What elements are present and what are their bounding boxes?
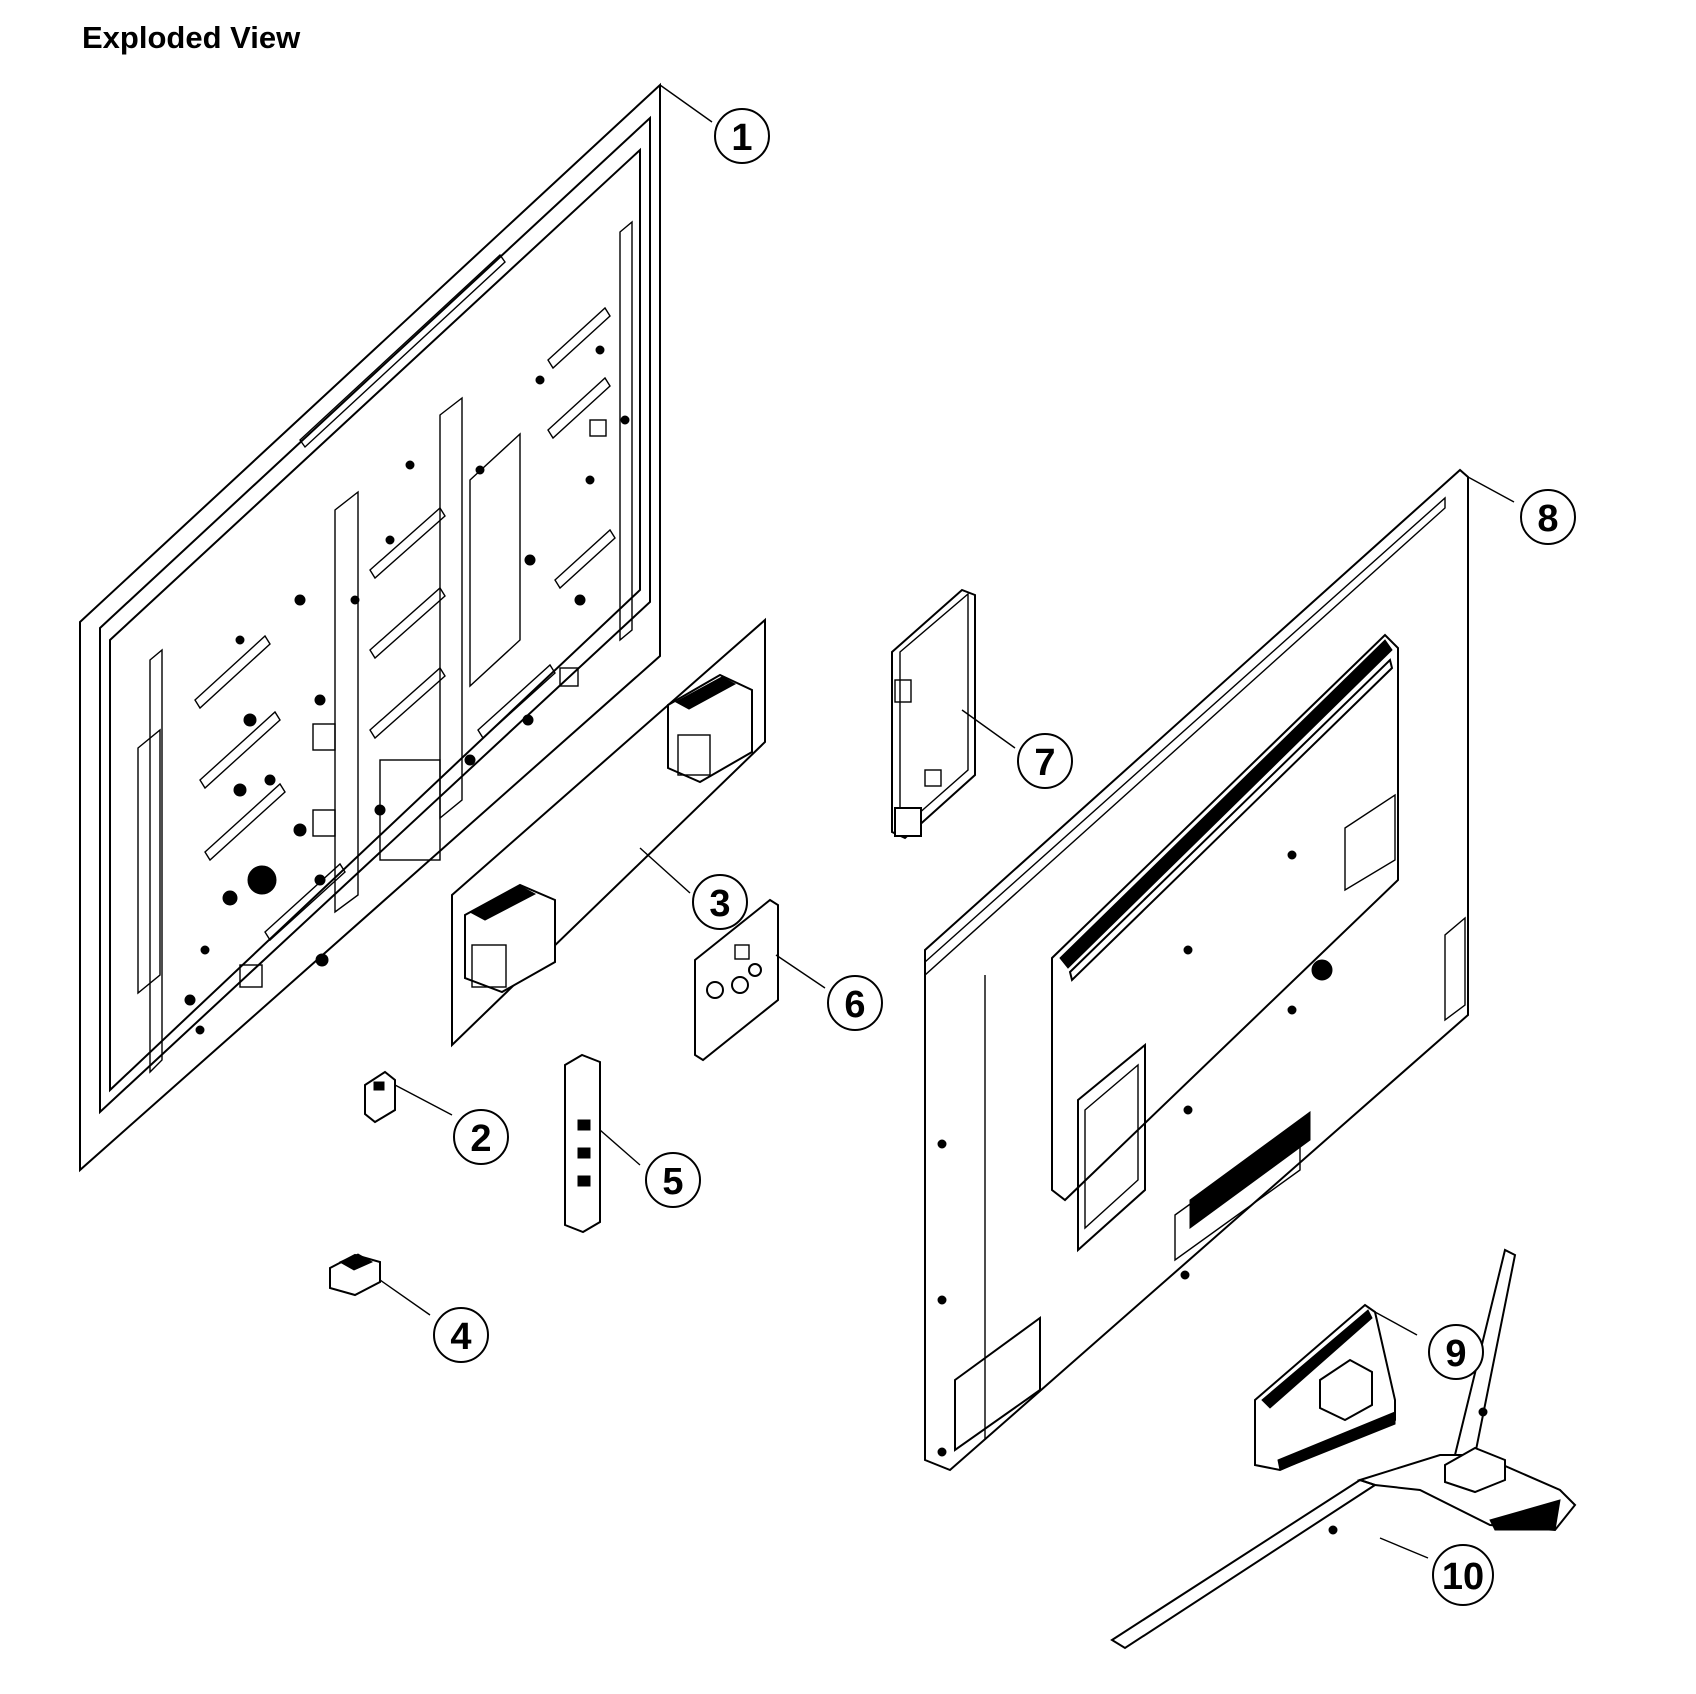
leader-lines	[379, 84, 1515, 1559]
part-5-key-board	[564, 1053, 601, 1234]
part-7-main-board	[891, 588, 976, 840]
callout-1: 1	[714, 108, 770, 164]
callout-10: 10	[1432, 1544, 1494, 1606]
callout-7-label: 7	[1034, 742, 1055, 784]
page-title: Exploded View	[82, 20, 301, 55]
callout-3: 3	[692, 874, 748, 930]
part-6-pcb-board	[694, 898, 779, 1062]
callout-8: 8	[1520, 489, 1576, 545]
callout-7: 7	[1017, 733, 1073, 789]
callout-6: 6	[827, 975, 883, 1031]
callout-2-label: 2	[470, 1118, 491, 1160]
callout-1-label: 1	[731, 117, 752, 159]
part-1-panel-chassis	[79, 82, 661, 1173]
callout-5: 5	[645, 1152, 701, 1208]
part-2-clip	[364, 1070, 396, 1124]
part-4-button-clip	[329, 1253, 381, 1297]
part-9-stand-neck	[1254, 1303, 1396, 1472]
callout-6-label: 6	[844, 984, 865, 1026]
callout-5-label: 5	[662, 1161, 683, 1203]
callout-2: 2	[453, 1109, 509, 1165]
callout-9-label: 9	[1445, 1333, 1466, 1375]
callout-10-label: 10	[1442, 1556, 1484, 1598]
callout-4-label: 4	[450, 1316, 471, 1358]
part-10-stand-base	[1110, 1248, 1577, 1650]
part-8-rear-cover	[924, 468, 1469, 1472]
callout-9: 9	[1428, 1324, 1484, 1380]
part-3-speakers	[451, 617, 766, 1048]
callout-8-label: 8	[1537, 498, 1558, 540]
callout-3-label: 3	[709, 883, 730, 925]
callout-4: 4	[433, 1307, 489, 1363]
